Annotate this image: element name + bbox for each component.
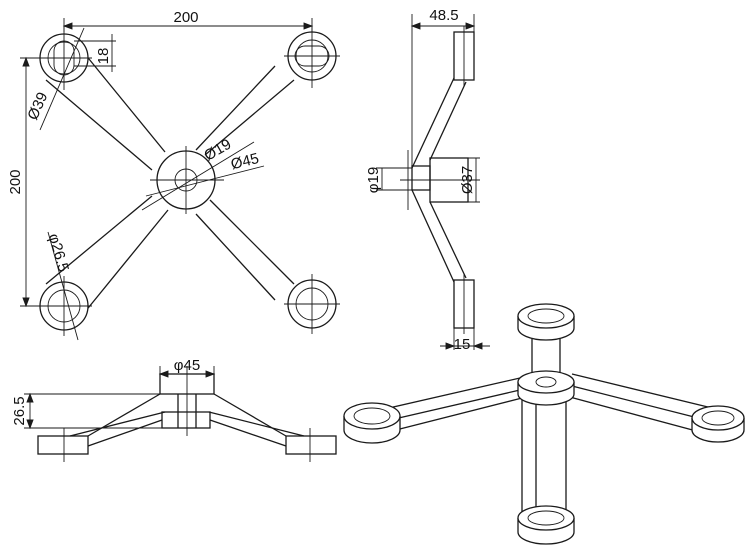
iso-ring-left [343,402,401,444]
side-view-centerlines [400,26,480,334]
ring-outer-diameter-dimension: Ø39 [24,90,51,123]
side-view: 48.5 φ19 Ø37 15 [365,7,490,353]
ring-inner-diameter-dimension: φ26.5 [45,232,72,274]
front-view-outline [37,373,337,455]
iso-arms [379,330,713,512]
front-view-centerlines [63,366,311,462]
top-view-centerlines [36,26,340,336]
top-view-dimension-lines [20,18,314,341]
iso-ring-front [517,505,575,545]
side-view-pin-diameter-dimension: φ19 [365,167,382,193]
iso-hub [517,370,575,406]
iso-ring-right [691,405,745,443]
front-view-dimension-lines [24,366,216,430]
top-view: 200 200 18 Ø39 φ26.5 Ø19 Ø45 [7,9,340,341]
top-view-width-dimension: 200 [173,9,198,26]
side-view-depth-dimension: 48.5 [429,7,458,24]
slot-width-dimension: 18 [95,48,112,65]
side-view-foot-dimension: 15 [454,336,471,353]
iso-ring-back [517,303,575,341]
front-view-height-dimension: 26.5 [11,396,28,425]
side-view-dimension-lines [376,14,490,350]
isometric-view [343,303,745,545]
front-view: 26.5 φ45 [11,357,337,462]
top-view-height-dimension: 200 [7,169,24,194]
top-view-arms [45,47,295,319]
hub-diameter-dimension: Ø45 [229,150,261,173]
side-view-hub-diameter-dimension: Ø37 [459,166,476,194]
front-view-hub-dimension: φ45 [174,357,200,374]
